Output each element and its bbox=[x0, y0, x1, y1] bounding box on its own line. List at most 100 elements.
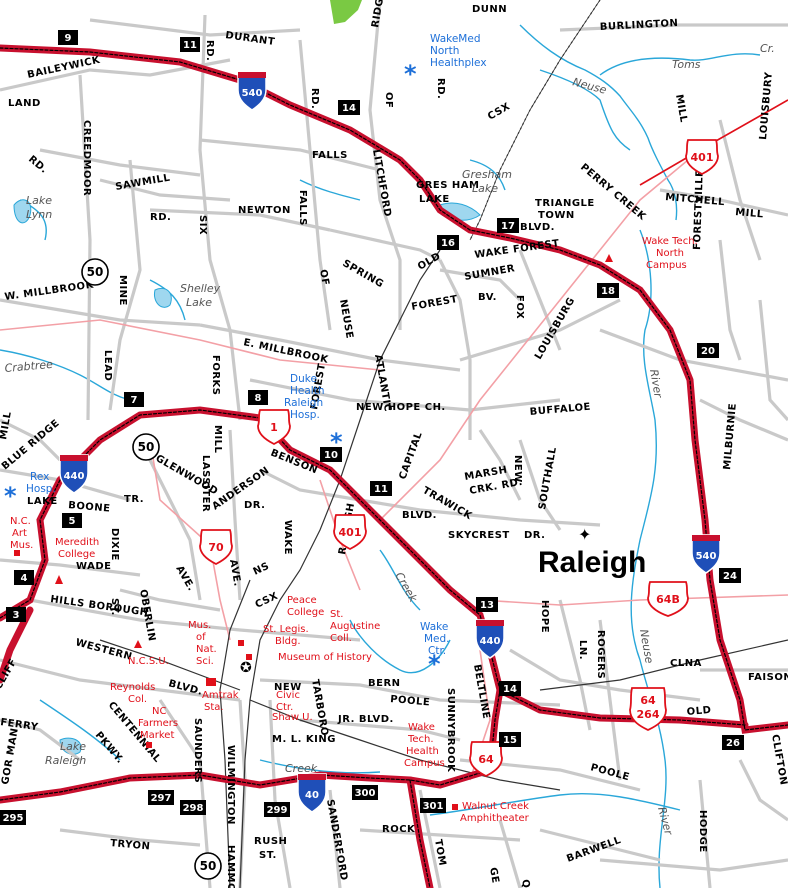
exit-box: 4 bbox=[14, 570, 34, 585]
svg-text:9: 9 bbox=[65, 33, 72, 44]
poi-waketech-health-1: Wake bbox=[408, 722, 435, 733]
label-mine: MINE bbox=[117, 275, 128, 306]
label-of2: OF bbox=[317, 269, 331, 287]
poi-waketech-health-2: Tech. bbox=[407, 734, 434, 745]
poi-legis-1: St. Legis. bbox=[263, 624, 309, 635]
label-lake-rd: LAKE bbox=[27, 496, 58, 507]
poi-musnat-3: Nat. bbox=[196, 644, 217, 655]
city-label: Raleigh bbox=[538, 546, 646, 579]
label-clna: CLNA bbox=[670, 658, 702, 669]
us64b-shield: 64B bbox=[647, 581, 689, 617]
label-wake: WAKE bbox=[282, 520, 293, 555]
water-creek2: Creek bbox=[285, 762, 318, 775]
label-st-b: ST. bbox=[259, 850, 277, 861]
label-mill: MILL bbox=[735, 207, 764, 220]
shield-label: 440 bbox=[480, 636, 501, 647]
svg-text:18: 18 bbox=[601, 286, 615, 297]
label-gorman: GOR MAN bbox=[0, 727, 21, 785]
label-tom: TOM bbox=[432, 839, 447, 867]
shield-label: 1 bbox=[270, 421, 278, 434]
water-shelley2: Lake bbox=[186, 296, 212, 309]
label-triangle: TRIANGLE bbox=[535, 198, 595, 209]
nc50-shield-mid: 50 bbox=[132, 433, 160, 461]
poi-wakemed-2: Med. bbox=[424, 633, 450, 645]
poi-waketech-health-4: Campus bbox=[404, 758, 445, 769]
svg-text:301: 301 bbox=[423, 801, 444, 812]
exit-box: 26 bbox=[722, 735, 744, 750]
poi-waketech-north-3: Campus bbox=[646, 260, 687, 271]
us1-shield: 1 bbox=[257, 409, 291, 446]
school-icon bbox=[605, 254, 613, 262]
capitol-star-icon: ✪ bbox=[240, 660, 252, 676]
svg-text:300: 300 bbox=[355, 788, 376, 799]
label-burlington: BURLINGTON bbox=[600, 18, 679, 33]
exit-box: 8 bbox=[248, 390, 268, 405]
poi-art-2: Art bbox=[12, 528, 27, 539]
label-neuse: NEUSE bbox=[337, 299, 355, 340]
us70-shield: 70 bbox=[199, 529, 233, 566]
label-millbrook-w: W. MILLBROOK bbox=[4, 279, 95, 303]
svg-text:13: 13 bbox=[480, 600, 494, 611]
exit-box: 9 bbox=[58, 30, 78, 45]
label-lead: LEAD bbox=[102, 350, 113, 381]
label-rd-d: RD. bbox=[26, 154, 49, 176]
label-dr2: DR. bbox=[524, 530, 546, 541]
exit-box: 3 bbox=[6, 607, 26, 622]
label-of: OF bbox=[383, 92, 394, 108]
hospital-icon: * bbox=[428, 650, 441, 678]
poi-rex-1: Rex bbox=[30, 471, 49, 483]
poi-duke-1: Duke bbox=[290, 373, 317, 385]
label-dixie: DIXIE bbox=[109, 528, 120, 561]
label-rock: ROCK bbox=[382, 824, 416, 835]
label-tr: TR. bbox=[124, 494, 144, 505]
label-louisbury: LOUISBURY bbox=[758, 71, 775, 140]
svg-text:11: 11 bbox=[374, 484, 388, 495]
poi-amtrak-1: Amtrak bbox=[202, 690, 239, 701]
label-ln: LN. bbox=[577, 640, 588, 660]
hospital-icon: * bbox=[4, 482, 17, 510]
label-bv: BV. bbox=[478, 292, 497, 303]
water-features bbox=[0, 24, 761, 889]
label-rd-e: RD. bbox=[150, 212, 171, 223]
poi-art-1: N.C. bbox=[10, 516, 31, 527]
poi-wakemed-north-1: WakeMed bbox=[430, 33, 481, 45]
label-mill2: MILL bbox=[212, 425, 223, 454]
svg-text:4: 4 bbox=[21, 573, 28, 584]
exit-box: 7 bbox=[124, 392, 144, 407]
svg-text:14: 14 bbox=[342, 103, 356, 114]
poi-art-3: Mus. bbox=[10, 540, 33, 551]
water-river2: River bbox=[655, 805, 675, 837]
exit-box: 24 bbox=[719, 568, 741, 583]
poi-museum-history: Museum of History bbox=[278, 652, 372, 663]
svg-text:11: 11 bbox=[183, 40, 197, 51]
exit-box: 297 bbox=[148, 790, 174, 805]
label-rogers: ROGERS bbox=[595, 630, 606, 679]
school-icon bbox=[55, 575, 63, 584]
poi-walnut-1: Walnut Creek bbox=[462, 801, 529, 812]
shield-label: 70 bbox=[208, 541, 224, 554]
svg-text:16: 16 bbox=[441, 238, 455, 249]
label-rd-c: RD. bbox=[435, 78, 446, 99]
label-blvd-a: BLVD. bbox=[520, 222, 555, 233]
poi-peace-1: Peace bbox=[287, 595, 317, 606]
svg-text:15: 15 bbox=[503, 735, 517, 746]
label-blvd-c: BLVD. bbox=[167, 678, 204, 698]
poi-augustine-1: St. bbox=[330, 609, 343, 620]
shield-label: 40 bbox=[305, 790, 319, 801]
label-fox: FOX bbox=[514, 295, 525, 319]
shield-label: 401 bbox=[339, 526, 362, 539]
poi-legis-2: Bldg. bbox=[275, 636, 301, 647]
water-neuse: Neuse bbox=[571, 75, 608, 97]
nc50-shield-north: 50 bbox=[81, 258, 109, 286]
label-hodge: HODGE bbox=[697, 810, 708, 853]
water-lake-lynn1: Lake bbox=[26, 194, 52, 207]
shield-label: 540 bbox=[696, 551, 717, 562]
label-sanderford: SANDERFORD bbox=[324, 799, 349, 882]
water-river1: River bbox=[647, 368, 665, 400]
water-toms: Toms bbox=[672, 58, 701, 71]
school-icon bbox=[134, 640, 142, 648]
water-labels: Toms Cr. Neuse Gresham Lake Lake Lynn Sh… bbox=[4, 42, 775, 838]
label-wilmington: WILMINGTON bbox=[225, 745, 236, 825]
label-mill-v: MILL bbox=[673, 94, 689, 124]
